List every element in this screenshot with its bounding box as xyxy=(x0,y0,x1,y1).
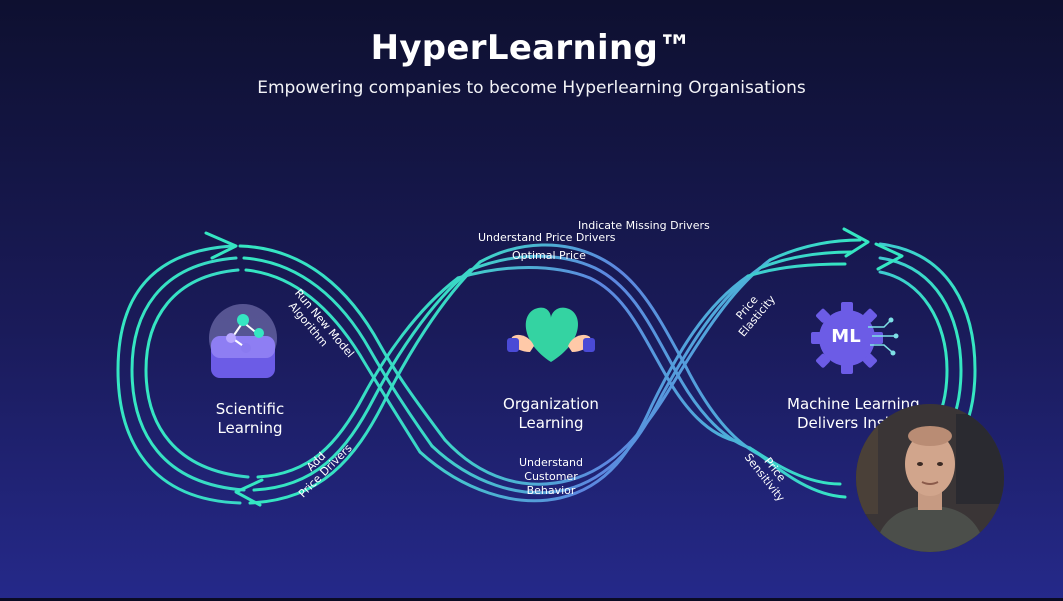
node-label-organization-learning: Organization Learning xyxy=(490,395,612,433)
edge-label-line: Customer xyxy=(524,470,578,483)
ml-badge-text: ML xyxy=(831,326,861,347)
node-label-line: Organization xyxy=(503,395,599,413)
node-label-line: Learning xyxy=(518,414,584,432)
presenter-avatar xyxy=(856,404,1004,552)
left-loop-arrowheads xyxy=(204,231,264,507)
edge-label-line: Understand xyxy=(518,456,584,469)
node-label-scientific-learning: Scientific Learning xyxy=(190,400,310,438)
left-loop xyxy=(116,244,482,505)
presenter-video xyxy=(856,404,1004,552)
edge-label-line: Behavior xyxy=(526,484,576,497)
page-title: HyperLearning™ xyxy=(370,28,693,68)
edge-label-indicate-missing-drivers: Indicate Missing Drivers xyxy=(578,219,710,232)
molecule-icon xyxy=(209,304,277,378)
node-label-line: Machine Learning xyxy=(787,395,920,413)
page-subtitle: Empowering companies to become Hyperlear… xyxy=(257,78,806,98)
bottom-divider xyxy=(0,598,1063,601)
node-label-machine-learning: Machine Learning Delivers Insi xyxy=(787,395,927,433)
edge-label-optimal-price: Optimal Price xyxy=(512,249,586,262)
right-loop-arrowheads xyxy=(842,227,904,271)
node-label-line: Learning xyxy=(217,419,283,437)
node-label-line: Delivers Insi xyxy=(797,414,889,432)
heart-hands-icon xyxy=(507,307,595,362)
edge-label-understand-price-drivers: Understand Price Drivers xyxy=(478,231,616,244)
ml-gear-icon xyxy=(811,302,899,374)
node-label-line: Scientific xyxy=(215,400,285,418)
edge-label-understand-customer-behavior: Understand Customer Behavior xyxy=(510,456,592,498)
center-strands xyxy=(418,243,772,503)
